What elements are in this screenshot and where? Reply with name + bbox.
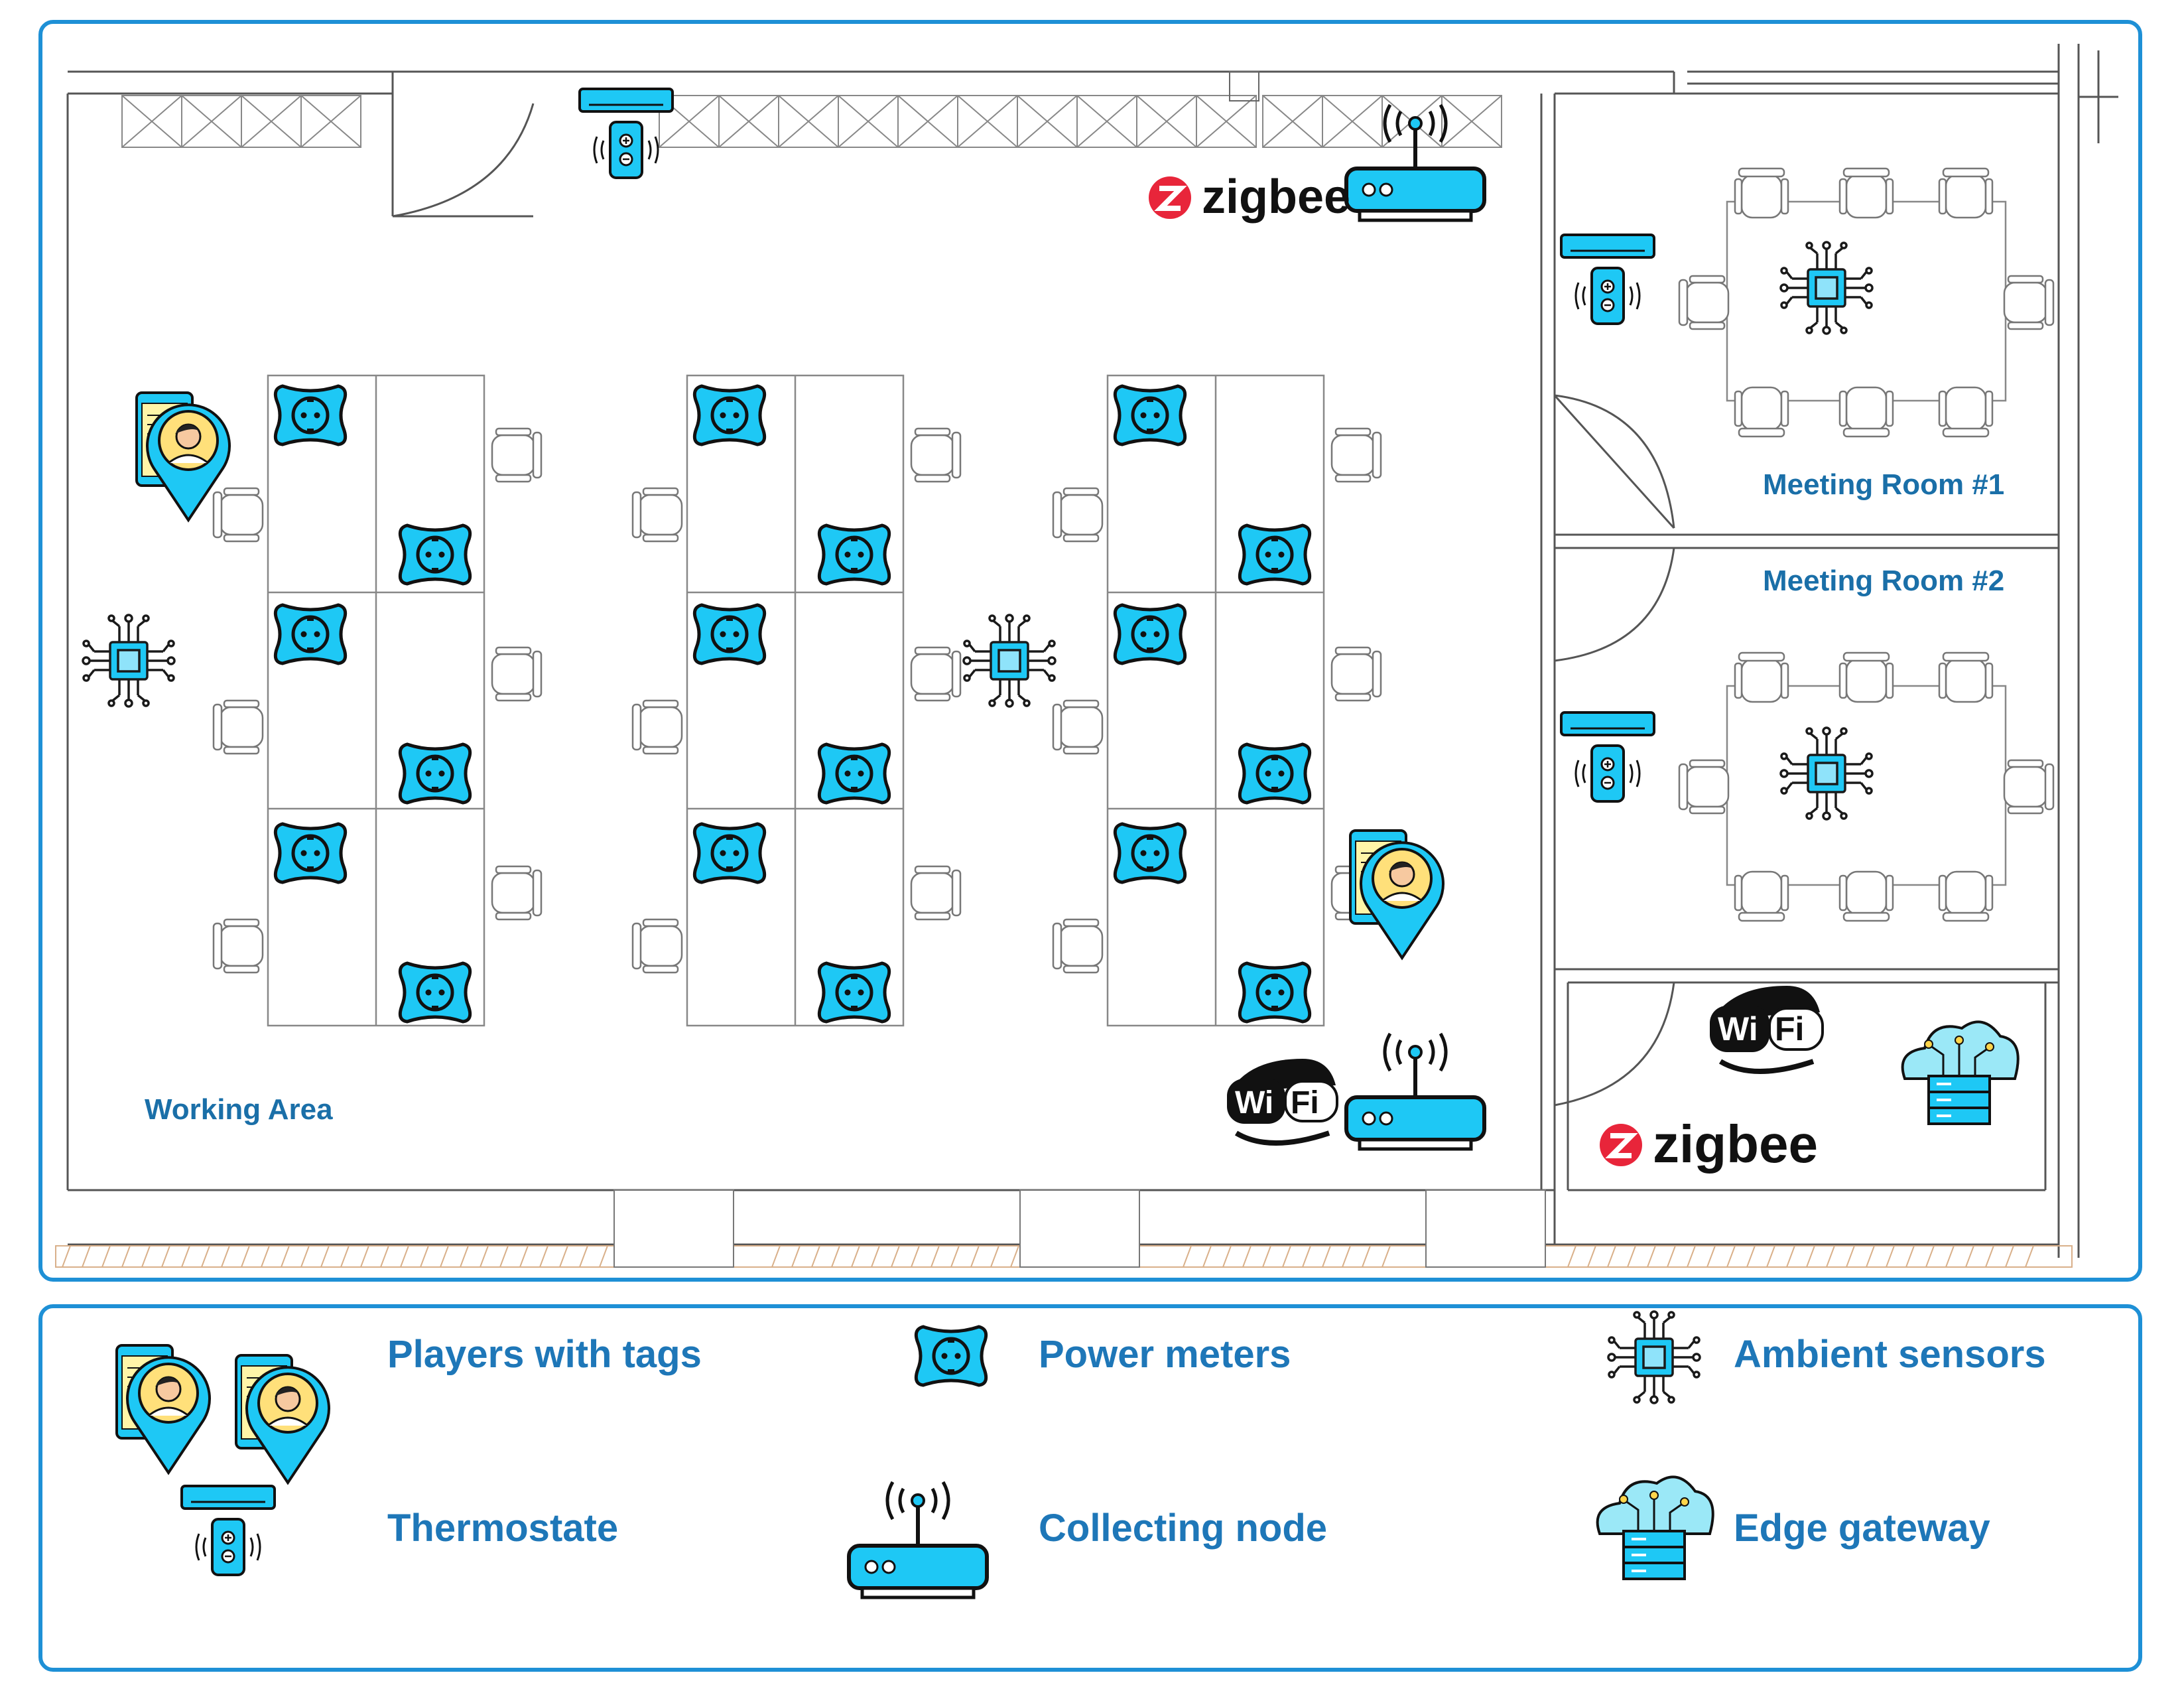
player-tag-icon: [115, 1344, 211, 1474]
working-area-chairs: [212, 427, 1382, 974]
wifi-text-right: Fi: [1291, 1085, 1319, 1120]
power-meter-icon: [819, 963, 889, 1022]
power-meter-icon: [1115, 824, 1185, 882]
thermostat-icon: [180, 1485, 276, 1576]
power-meter-icon: [1240, 963, 1309, 1022]
wifi-logo-right: Wi Fi: [1710, 986, 1824, 1074]
power-meter-icon: [1240, 744, 1309, 803]
legend-label-ambient-sensors: Ambient sensors: [1734, 1333, 2046, 1376]
edge-gateway-icon: [1596, 1475, 1714, 1580]
wifi-text-right: Fi: [1775, 1010, 1804, 1047]
power-meter-icon: [694, 386, 764, 444]
player-tag-icon: [1349, 829, 1445, 959]
legend-label-power-meters: Power meters: [1039, 1333, 1291, 1376]
wifi-logo-left: Wi Fi: [1227, 1059, 1338, 1146]
player-tag-icon: [235, 1354, 330, 1484]
thermostat-icon: [1560, 234, 1655, 325]
room-label-meeting-1: Meeting Room #1: [1763, 468, 2005, 501]
zigbee-logo-top: zigbee: [1149, 170, 1350, 224]
floor-plan-panel: zigbee zigbee Wi Fi Wi Fi Meeting Room #…: [38, 20, 2142, 1282]
thermostats: [578, 88, 1655, 803]
collecting-nodes: [1346, 105, 1484, 1149]
legend-label-thermostate: Thermostate: [387, 1507, 619, 1550]
ambient-sensor-icon: [1607, 1310, 1701, 1404]
legend-label-collecting-node: Collecting node: [1039, 1507, 1327, 1550]
power-meters: [275, 386, 1309, 1022]
doors: [392, 50, 2118, 1107]
power-meter-icon: [819, 525, 889, 584]
building-walls: [66, 44, 2080, 1258]
ambient-sensor-icon: [82, 614, 176, 708]
legend-label-edge-gateway: Edge gateway: [1734, 1507, 1990, 1550]
power-meter-icon: [694, 605, 764, 663]
zigbee-text: zigbee: [1202, 170, 1350, 224]
top-windows: [121, 71, 1502, 148]
power-meter-icon: [1115, 386, 1185, 444]
power-meter-icon: [1240, 525, 1309, 584]
power-meter-icon: [275, 605, 345, 663]
ambient-sensor-icon: [1779, 726, 1874, 821]
power-meter-icon: [400, 744, 470, 803]
collecting-node-icon: [1346, 1034, 1484, 1149]
room-label-meeting-2: Meeting Room #2: [1763, 565, 2005, 597]
power-meter-icon: [694, 824, 764, 882]
legend-label-players: Players with tags: [387, 1333, 702, 1376]
power-meter-icon: [400, 963, 470, 1022]
collecting-node-icon: [849, 1482, 987, 1597]
edge-gateway-icon: [1901, 1020, 2020, 1125]
legend-panel: Players with tags Power meters Ambient s…: [38, 1304, 2142, 1672]
power-meter-icon: [400, 525, 470, 584]
power-meter-icon: [1115, 605, 1185, 663]
wifi-text-left: Wi: [1718, 1010, 1758, 1047]
power-meter-icon: [275, 824, 345, 882]
power-meter-icon: [819, 744, 889, 803]
room-label-working-area: Working Area: [145, 1093, 333, 1126]
zigbee-logo-bottom: zigbee: [1600, 1114, 1818, 1174]
meeting-room-chairs: [1678, 167, 2055, 922]
ambient-sensor-icon: [962, 614, 1057, 708]
zigbee-text: zigbee: [1653, 1114, 1818, 1174]
floor-plan-drawing: zigbee zigbee Wi Fi Wi Fi: [55, 44, 2118, 1268]
thermostat-icon: [1560, 711, 1655, 803]
power-meter-icon: [916, 1327, 986, 1385]
power-meter-icon: [275, 386, 345, 444]
desk-blocks: [267, 374, 1325, 1027]
collecting-node-icon: [1346, 105, 1484, 220]
wifi-text-left: Wi: [1235, 1085, 1273, 1120]
bottom-windows: [55, 1189, 2073, 1268]
ambient-sensor-icon: [1779, 241, 1874, 335]
